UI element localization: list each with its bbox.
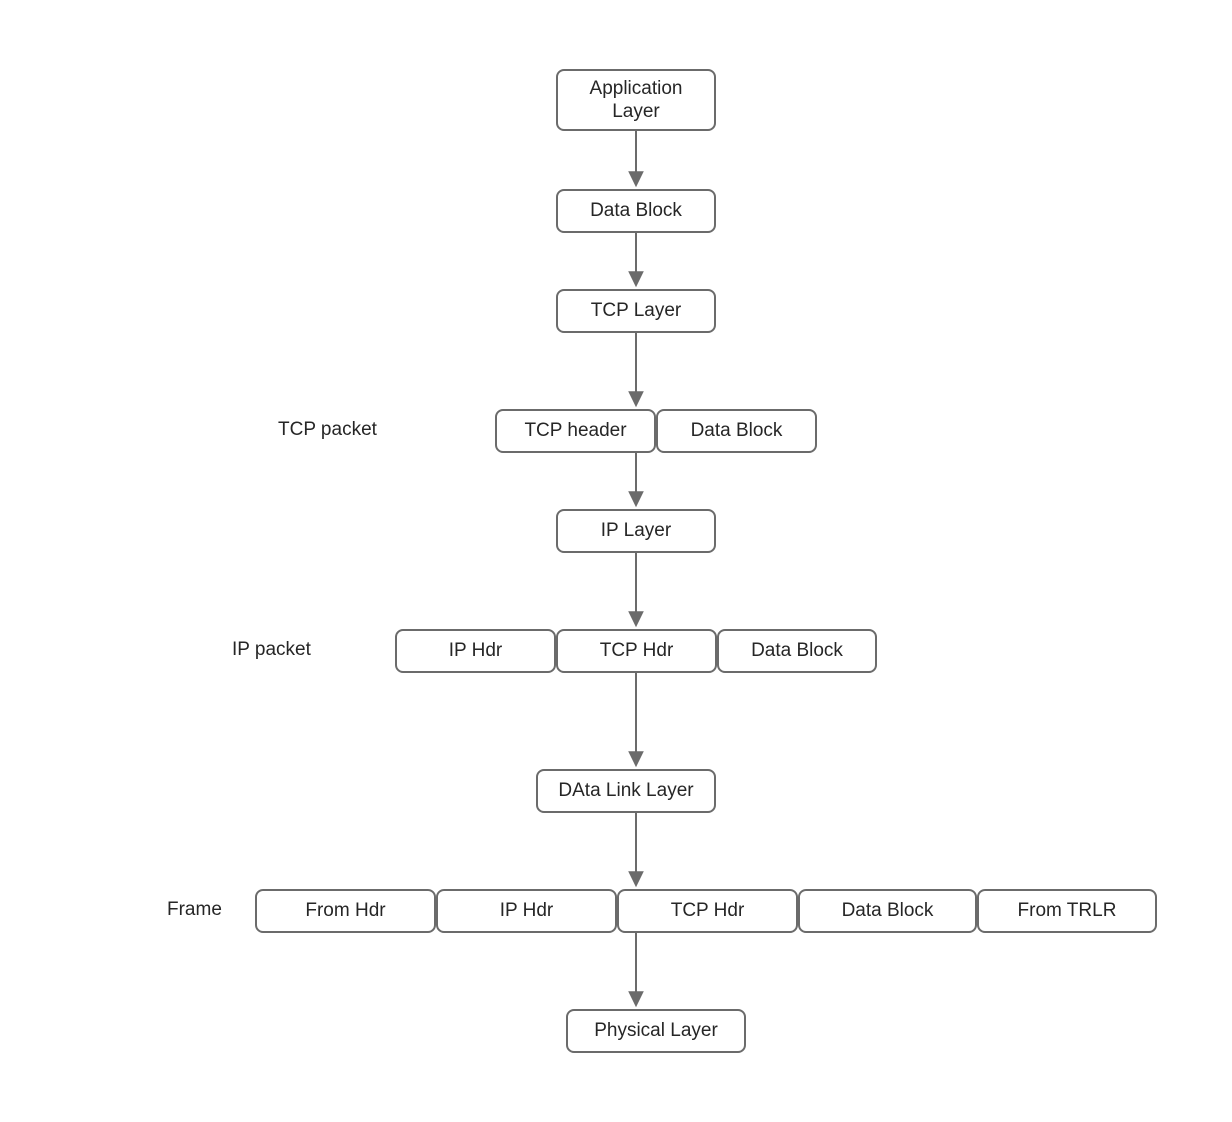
node-ip-layer[interactable]: IP Layer xyxy=(556,509,716,553)
node-frame-from-hdr[interactable]: From Hdr xyxy=(255,889,436,933)
node-frame-ip-hdr[interactable]: IP Hdr xyxy=(436,889,617,933)
label-frame: Frame xyxy=(167,899,222,920)
label-tcp-packet: TCP packet xyxy=(278,419,377,440)
node-ip-packet-ip-hdr[interactable]: IP Hdr xyxy=(395,629,556,673)
node-ip-packet-data-block[interactable]: Data Block xyxy=(717,629,877,673)
node-physical-layer[interactable]: Physical Layer xyxy=(566,1009,746,1053)
node-ip-packet-tcp-hdr[interactable]: TCP Hdr xyxy=(556,629,717,673)
node-frame-tcp-hdr[interactable]: TCP Hdr xyxy=(617,889,798,933)
node-data-link-layer[interactable]: DAta Link Layer xyxy=(536,769,716,813)
node-data-block[interactable]: Data Block xyxy=(556,189,716,233)
node-frame-data-block[interactable]: Data Block xyxy=(798,889,977,933)
node-tcp-header[interactable]: TCP header xyxy=(495,409,656,453)
node-tcp-layer[interactable]: TCP Layer xyxy=(556,289,716,333)
node-frame-from-trlr[interactable]: From TRLR xyxy=(977,889,1157,933)
label-ip-packet: IP packet xyxy=(232,639,311,660)
node-application-layer[interactable]: Application Layer xyxy=(556,69,716,131)
node-tcp-packet-data-block[interactable]: Data Block xyxy=(656,409,817,453)
